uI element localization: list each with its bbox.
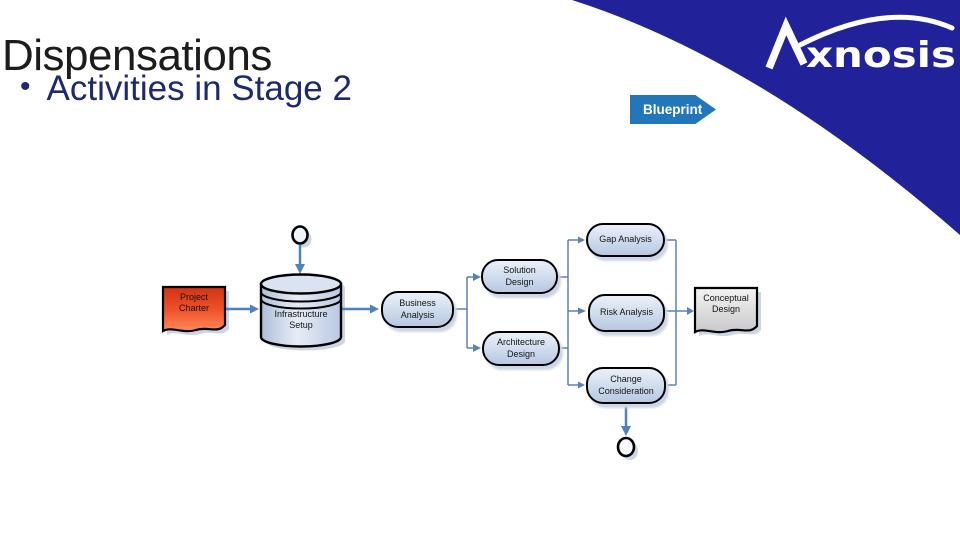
node-solution-design: Solution Design — [481, 259, 558, 294]
conceptual-design-shape — [693, 286, 759, 334]
flow-connectors-thin — [454, 239, 687, 386]
node-architecture-design: Architecture Design — [482, 331, 560, 366]
project-charter-shape — [161, 285, 227, 333]
shape-shadows — [167, 230, 761, 460]
node-risk-analysis: Risk Analysis — [588, 294, 665, 332]
node-project-charter-label: Project Charter — [178, 292, 209, 314]
logo-wordmark: xnosis — [806, 35, 956, 76]
stage-tag: Blueprint — [630, 95, 716, 124]
bullet-item: • Activities in Stage 2 — [20, 69, 352, 109]
bullet-text: Activities in Stage 2 — [46, 69, 352, 108]
node-infrastructure-setup-label: Infrastructure Setup — [274, 309, 328, 331]
end-circle — [616, 436, 636, 458]
flow-arrowheads-thin — [473, 236, 694, 389]
infrastructure-cylinder — [259, 273, 343, 348]
lambda-glyph — [765, 16, 808, 70]
axnosis-logo: xnosis — [765, 14, 956, 76]
node-change-consideration: Change Consideration — [586, 367, 666, 404]
flow-connectors-main — [226, 245, 628, 427]
flow-arrowheads-main — [250, 264, 631, 436]
node-conceptual-design-label: Conceptual Design — [703, 293, 749, 315]
node-business-analysis: Business Analysis — [381, 291, 454, 328]
bullet-marker: • — [20, 70, 31, 104]
flow-diagram — [161, 225, 761, 460]
start-circle — [291, 225, 309, 245]
corner-swoosh — [572, 0, 960, 235]
node-gap-analysis: Gap Analysis — [586, 223, 665, 257]
page-title: Dispensations — [2, 31, 272, 81]
logo-arc — [797, 14, 955, 48]
